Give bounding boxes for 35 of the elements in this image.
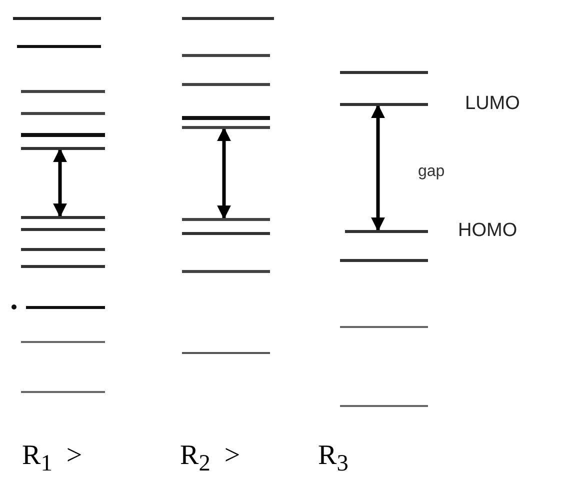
energy-level-line bbox=[345, 230, 428, 232]
energy-level-line bbox=[182, 83, 270, 86]
energy-level-line bbox=[182, 54, 270, 56]
double-arrow bbox=[371, 104, 385, 232]
energy-level-line bbox=[182, 126, 270, 128]
energy-level-line bbox=[182, 270, 270, 272]
level-label: HOMO bbox=[458, 220, 518, 242]
double-arrow bbox=[53, 148, 67, 218]
energy-level-line bbox=[21, 90, 105, 92]
energy-level-line bbox=[182, 352, 270, 354]
series-label: R$_{2}$ > bbox=[180, 440, 240, 478]
energy-level-line bbox=[21, 341, 105, 343]
level-label: LUMO bbox=[465, 93, 520, 115]
energy-level-line bbox=[182, 218, 270, 220]
energy-level-line bbox=[17, 45, 101, 48]
energy-level-line bbox=[21, 248, 105, 250]
energy-level-line bbox=[340, 71, 428, 74]
energy-level-line bbox=[26, 306, 105, 309]
energy-level-line bbox=[21, 265, 105, 268]
energy-level-line bbox=[21, 147, 105, 150]
energy-level-line bbox=[13, 17, 101, 20]
edge-label: gap bbox=[418, 163, 445, 181]
series-label: R$_{3}$ bbox=[318, 440, 348, 478]
energy-level-line bbox=[340, 103, 428, 106]
energy-level-line bbox=[182, 232, 270, 234]
energy-level-line bbox=[21, 112, 105, 114]
energy-level-line bbox=[182, 17, 274, 20]
energy-level-line bbox=[340, 259, 428, 262]
energy-level-line bbox=[340, 326, 428, 328]
energy-level-line bbox=[21, 391, 105, 393]
double-arrow bbox=[217, 127, 231, 220]
energy-level-line bbox=[21, 228, 105, 230]
energy-level-line bbox=[21, 216, 105, 218]
energy-level-line bbox=[340, 405, 428, 407]
series-label: R$_{1}$ > bbox=[22, 440, 82, 478]
